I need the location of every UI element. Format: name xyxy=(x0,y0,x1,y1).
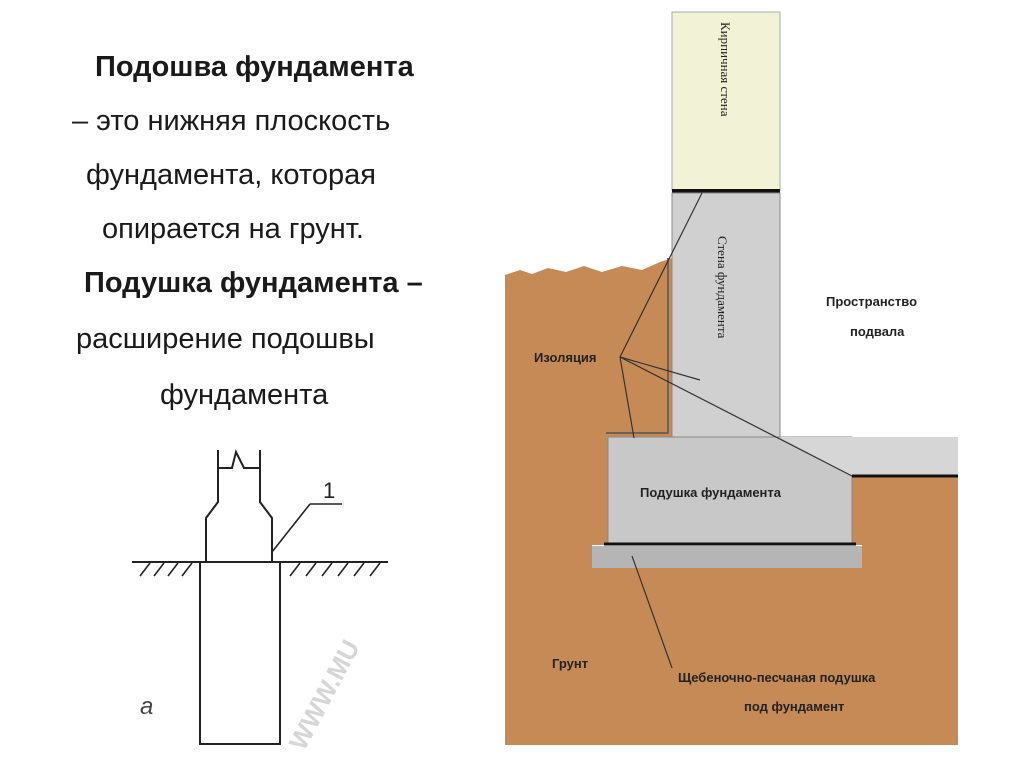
foundation-sketch: 1 а WWW.MU xyxy=(132,449,388,755)
insulation-layer xyxy=(606,258,669,434)
label-brick-wall: Кирпичная стена xyxy=(718,22,733,117)
definition-text-line: опирается на грунт. xyxy=(102,213,364,245)
sketch-callout-number: 1 xyxy=(323,478,335,503)
label-gravel-pad-1: Щебеночно-песчаная подушка xyxy=(678,670,876,685)
insulation-leaders xyxy=(619,192,853,477)
brick-wall xyxy=(671,11,781,191)
gravel-sand-pad xyxy=(592,546,862,568)
sketch-figure-letter: а xyxy=(140,693,153,720)
definition-text-line: расширение подошвы xyxy=(76,323,375,355)
label-gravel-pad-2: под фундамент xyxy=(744,699,844,714)
label-basement-space-2: подвала xyxy=(850,324,905,339)
definition-term-sole: Подошва фундамента xyxy=(95,51,414,83)
definition-text-line: – это нижняя плоскость xyxy=(72,105,391,137)
label-basement-space-1: Пространство xyxy=(826,294,917,309)
definition-text-line: фундамента xyxy=(160,379,329,411)
label-foundation-pad: Подушка фундамента xyxy=(640,485,782,500)
label-foundation-wall: Стена фундамента xyxy=(715,236,730,339)
basement-floor-slab xyxy=(780,437,958,476)
definition-term-pad: Подушка фундамента – xyxy=(84,267,423,299)
soil-area xyxy=(505,258,958,745)
label-insulation: Изоляция xyxy=(534,350,597,365)
definition-text-line: фундамента, которая xyxy=(86,159,376,191)
foundation-wall xyxy=(671,192,781,438)
label-soil: Грунт xyxy=(552,656,588,671)
